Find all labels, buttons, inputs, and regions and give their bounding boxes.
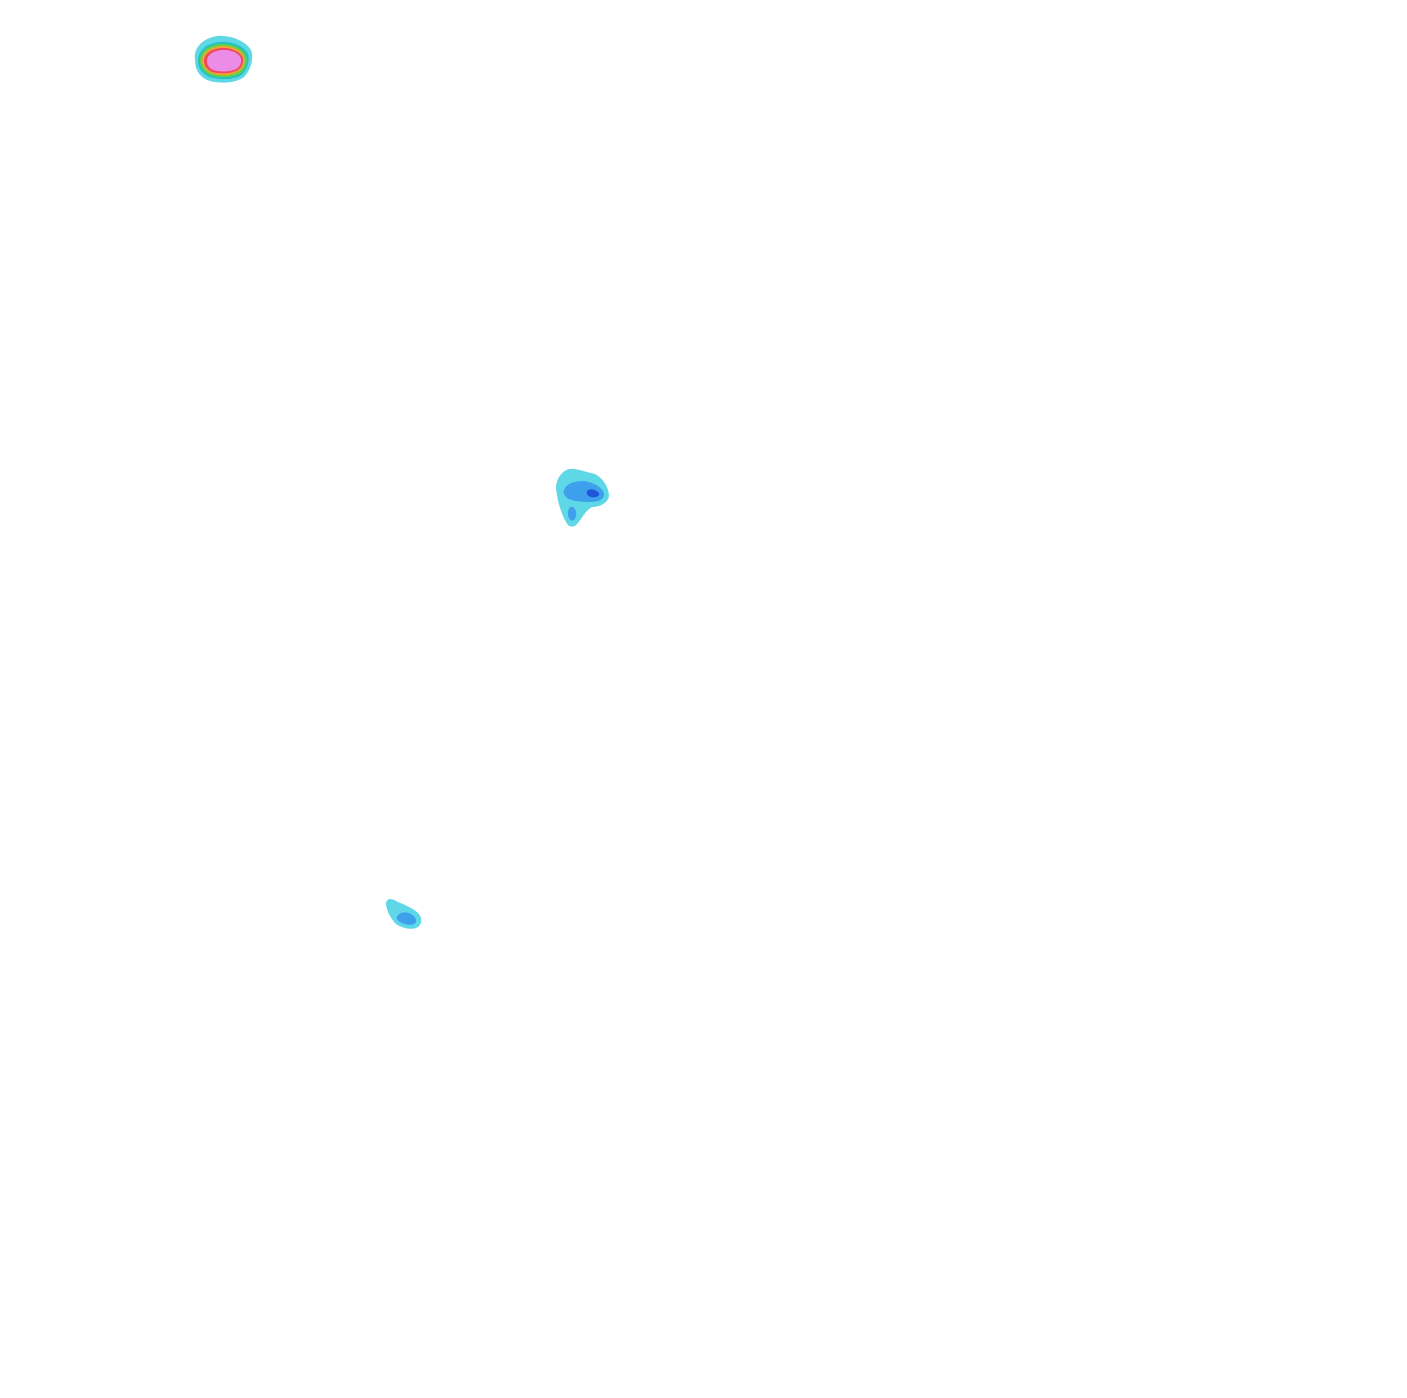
light-contour-cluster bbox=[386, 899, 422, 929]
moderate-contour-cluster bbox=[556, 468, 609, 527]
intense-contour-cluster bbox=[194, 35, 253, 83]
contour-level-2 bbox=[396, 912, 417, 925]
contour-level-2 bbox=[568, 506, 577, 521]
contour-level-8 bbox=[207, 50, 242, 72]
contour-level-3 bbox=[586, 489, 600, 498]
